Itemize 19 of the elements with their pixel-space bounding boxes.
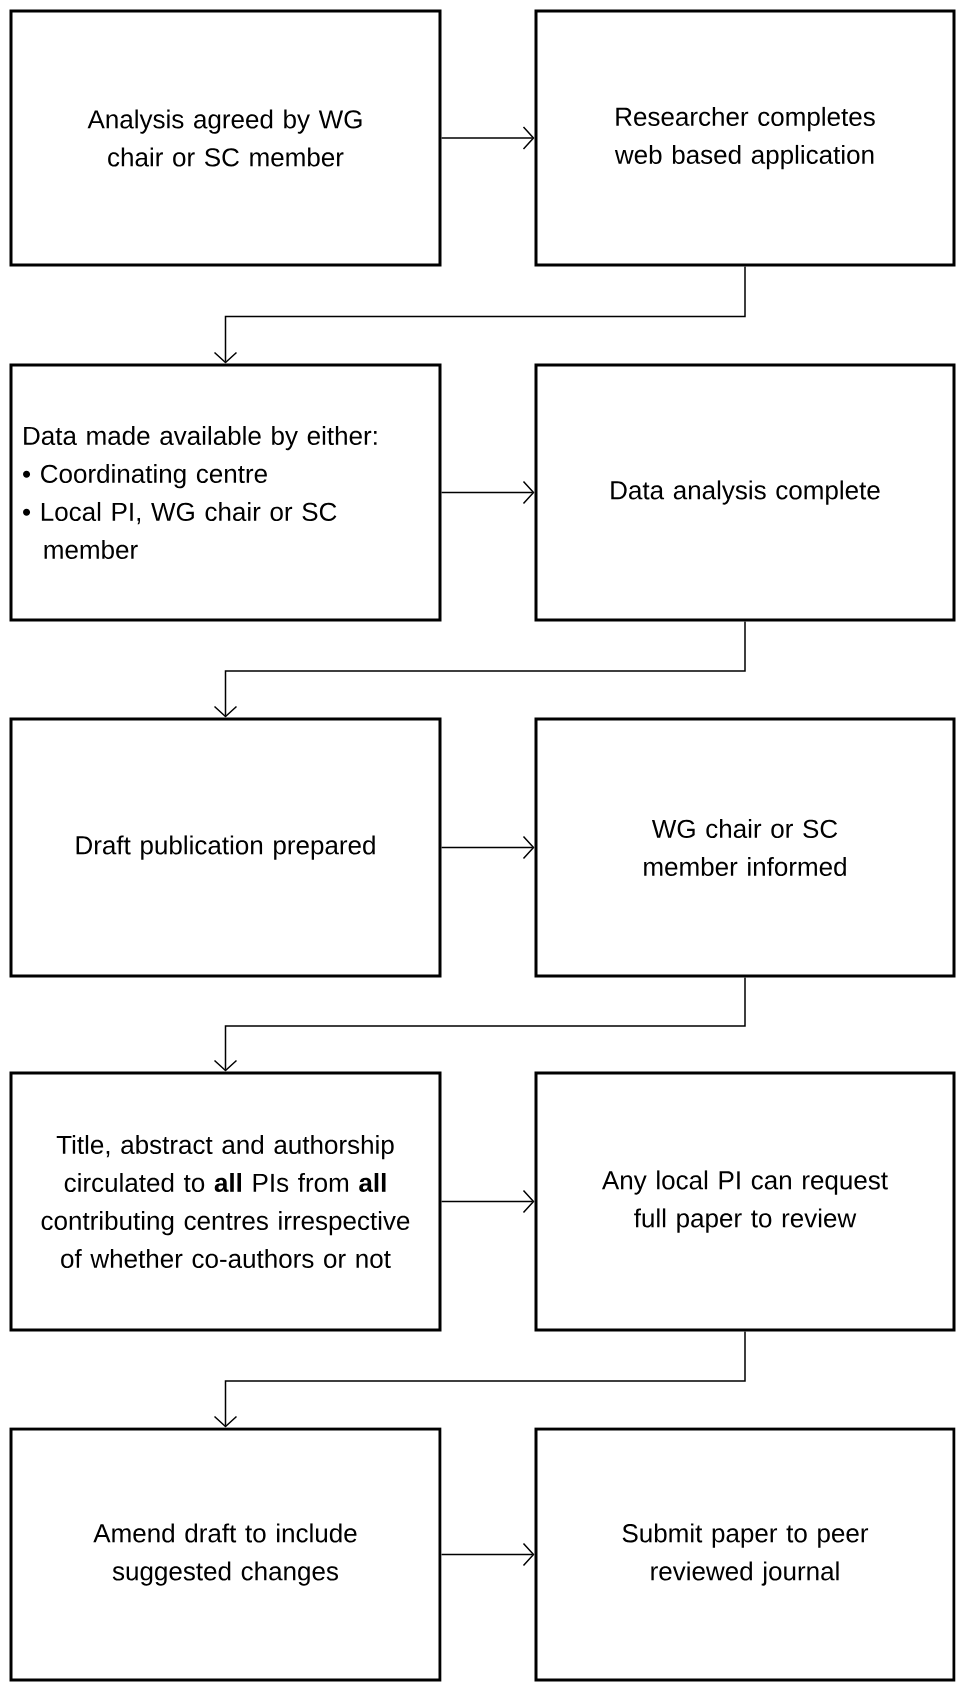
arrow bbox=[213, 1330, 746, 1428]
process-box: Submit paper to peer reviewed journal bbox=[534, 1427, 956, 1682]
process-box: Data analysis complete bbox=[534, 363, 956, 622]
process-box: Data made available by either: • Coordinating centre • Local PI, WG chair or SC member bbox=[9, 363, 442, 622]
process-box: Analysis agreed by WG chair or SC member bbox=[9, 9, 442, 267]
process-box: Title, abstract and authorship circulated to all PIs from all contributing centres irrespective of whether co-authors or not bbox=[9, 1071, 442, 1332]
process-box: WG chair or SC member informed bbox=[534, 717, 956, 978]
arrow bbox=[440, 480, 535, 505]
arrow bbox=[213, 265, 746, 364]
process-box: Researcher completes web based application bbox=[534, 9, 956, 267]
arrow bbox=[440, 126, 535, 150]
arrow bbox=[213, 976, 746, 1072]
process-box: Draft publication prepared bbox=[9, 717, 442, 978]
process-box: Any local PI can request full paper to review bbox=[534, 1071, 956, 1332]
arrow bbox=[440, 1189, 535, 1214]
arrow bbox=[213, 620, 746, 718]
arrow bbox=[440, 1542, 535, 1567]
process-box: Amend draft to include suggested changes bbox=[9, 1427, 442, 1682]
arrow bbox=[440, 835, 535, 860]
